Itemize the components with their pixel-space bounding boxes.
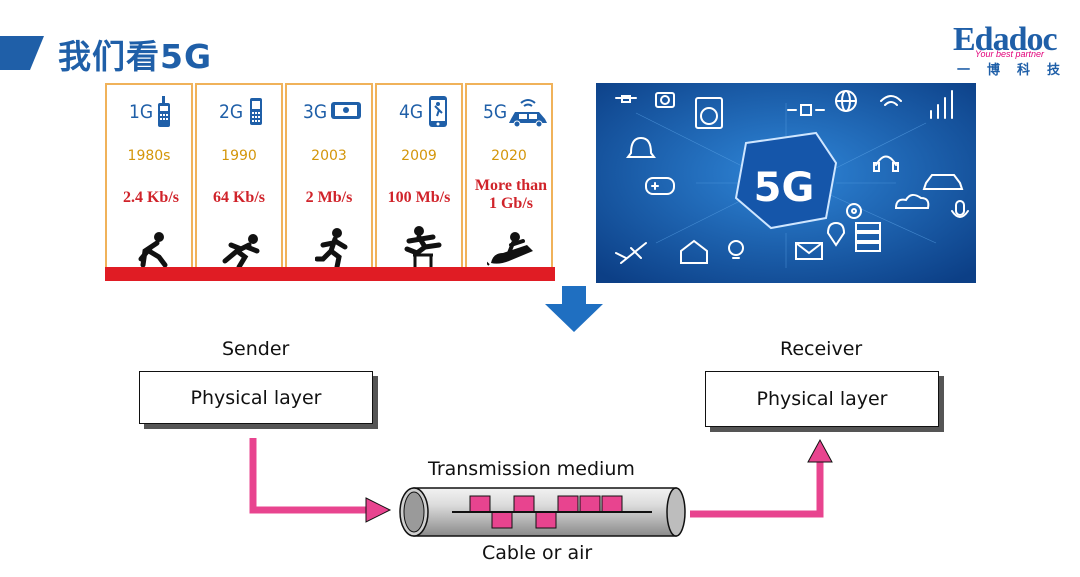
sprinting-runner-icon	[222, 234, 260, 269]
crouching-runner-icon	[138, 232, 168, 267]
generation-year: 2020	[491, 148, 527, 164]
smartphone-icon	[429, 96, 447, 127]
house-icon	[680, 239, 708, 264]
mail-icon	[795, 242, 823, 260]
generation-name: 4G	[399, 101, 424, 123]
generation-speed: 100 Mb/s	[387, 189, 451, 206]
generation-year: 2009	[401, 148, 437, 164]
rocket-rider-icon	[487, 232, 533, 266]
car-icon	[922, 174, 964, 190]
company-logo: Edadoc Your best partner 一博科技	[953, 21, 1071, 79]
receiver-physical-layer-box: Physical layer	[705, 371, 939, 427]
server-icon	[855, 222, 881, 252]
location-pin-icon	[826, 221, 846, 247]
airplane-icon	[615, 242, 647, 264]
gear-icon	[846, 203, 862, 219]
wifi-icon	[880, 95, 902, 106]
microphone-icon	[951, 200, 969, 218]
generation-year: 1990	[221, 148, 257, 164]
ground-bar	[105, 267, 555, 281]
gamepad-icon	[645, 177, 675, 195]
hurdler-icon	[404, 226, 442, 269]
cable-or-air-label: Cable or air	[482, 542, 593, 564]
feature-phone-icon	[250, 98, 262, 125]
brick-phone-icon	[158, 96, 170, 127]
generation-speed: 2 Mb/s	[305, 189, 353, 206]
lightbulb-icon	[728, 240, 744, 259]
generation-card: 3G 2003 2 Mb/s	[285, 83, 373, 269]
5g-iot-panel: 5G	[596, 83, 976, 283]
generation-speed: 64 Kb/s	[212, 189, 265, 206]
transmission-medium-label: Transmission medium	[428, 458, 635, 480]
logo-chinese-name: 一博科技	[957, 63, 1078, 78]
medium-to-receiver-arrow	[690, 438, 833, 518]
sender-to-medium-arrow	[249, 438, 392, 523]
headphones-icon	[873, 155, 899, 172]
cloud-icon	[894, 194, 930, 209]
page-title: 我们看5G	[58, 37, 213, 76]
landscape-phone-icon	[331, 102, 361, 119]
signal-bars-icon	[930, 90, 953, 119]
signal-waveform	[469, 495, 623, 529]
generation-name: 5G	[483, 101, 508, 123]
receiver-label: Receiver	[780, 338, 863, 360]
drone-icon	[615, 95, 637, 103]
globe-icon	[835, 90, 857, 112]
generation-year: 1980s	[127, 148, 171, 164]
generation-name: 2G	[219, 101, 244, 123]
sender-label: Sender	[222, 338, 290, 360]
connected-car-icon	[509, 99, 547, 127]
5g-center-label: 5G	[754, 165, 815, 211]
camera-icon	[655, 92, 675, 108]
logo-tagline: Your best partner	[975, 49, 1045, 59]
generations-panel: 1G 1980s 2.4 Kb/s 2G 1990 64 Kb/s 3G 200	[105, 83, 555, 281]
generation-speed: 2.4 Kb/s	[122, 189, 179, 206]
generation-year: 2003	[311, 148, 347, 164]
down-arrow-icon	[545, 286, 603, 332]
satellite-icon	[787, 104, 825, 116]
generation-name: 3G	[303, 101, 328, 123]
bell-icon	[626, 136, 656, 158]
logo-brand: Edadoc	[953, 21, 1058, 58]
running-person-icon	[315, 228, 348, 269]
title-accent-bar	[0, 36, 44, 70]
sender-physical-layer-box: Physical layer	[139, 371, 373, 424]
washing-machine-icon	[695, 97, 723, 129]
generation-name: 1G	[129, 101, 154, 123]
